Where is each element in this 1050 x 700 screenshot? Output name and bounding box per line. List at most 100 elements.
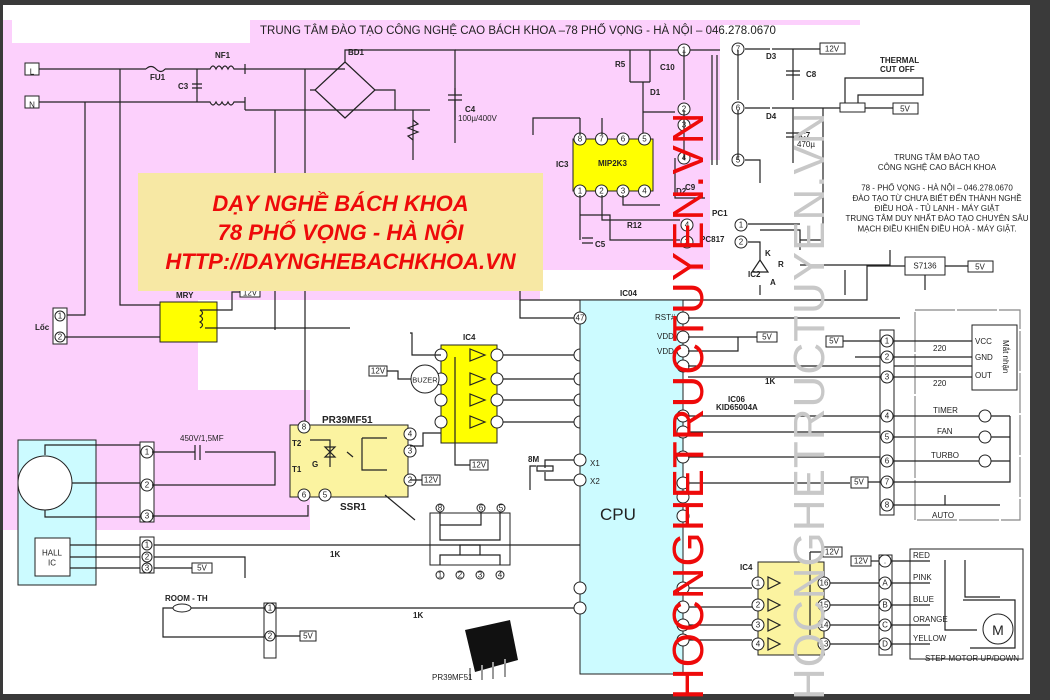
wire [469,372,574,386]
ssr-12v-label: 12V [424,476,439,485]
hall-label-2: IC [48,559,56,568]
display-pin-8-circle [880,498,894,512]
xfmr-pri-pin-2: 2 [682,105,687,114]
ssr-detail-bottom-2: 2 [458,571,463,580]
pc-pin-2: 2 [739,238,744,247]
ssr-detail-top-5-circle [496,503,506,513]
step-in-2-circle [751,598,765,612]
hall-pin-3: 3 [145,564,150,573]
c7-value: 470µ [797,140,815,149]
ic4-top [440,344,498,444]
ir-vcc: VCC [975,337,992,346]
wire-label-orange: ORANGE [913,615,948,624]
room-thermistor: ROOM - TH 1 2 5V 1K [162,594,580,659]
ssr-pin-8-circle [297,420,311,434]
r12-label: R12 [627,221,642,230]
step-out-14: 14 [820,621,829,630]
ic2-k: K [765,249,771,258]
ssr-12v-tag [421,474,441,486]
conn-12v-label: 12V [854,557,869,566]
cpu-r-label: 1K [765,377,775,386]
info-line: TRUNG TÂM ĐÀO TẠO [894,153,980,162]
cpu-right-pin-8-circle [676,490,690,504]
supply-5v-tag [892,102,919,115]
ssr-detail-top-5: 5 [499,504,504,513]
ssr-pin-5: 5 [323,491,328,500]
ssr-detail-top-6: 6 [479,504,484,513]
ir-out: OUT [975,371,992,380]
room-r-label: 1K [413,611,423,620]
c5-label: C5 [595,240,606,249]
r220-2: 220 [933,379,947,388]
supply-12v-label: 12V [825,45,840,54]
supply-12v-tag [819,42,846,55]
relay-12v-label: 12V [243,289,258,298]
ic4a-out-2-circle [490,372,504,386]
cpu-left-lower-3-circle [573,601,587,615]
pc-pin-1: 1 [739,221,744,230]
ic3-pin-6-circle [616,132,630,146]
display-pin-5: 5 [885,433,890,442]
cpu-rst: RST# [655,313,676,322]
supply-5v-label: 5V [900,105,910,114]
ir-receiver-label: Mắt nhận [1001,340,1010,373]
step-out-13: 13 [820,640,829,649]
ic3-pin-6: 6 [621,135,626,144]
ic06-ref: IC06 [728,395,745,404]
ssr-pin-8: 8 [302,423,307,432]
hall-ic [34,537,71,577]
auto-label: AUTO [932,511,954,520]
ic3-pin-7: 7 [599,135,604,144]
nf1-label: NF1 [215,51,231,60]
ic3-pin-1: 1 [578,187,583,196]
ic4-12v-label: 12V [472,461,487,470]
wire-label-pink: PINK [913,573,932,582]
step-in-4: 4 [756,640,761,649]
pc-pin-2-circle [734,235,748,249]
c3-label: C3 [178,82,189,91]
wire [469,393,574,407]
step-in-4-circle [751,637,765,651]
room-5v-tag [299,630,317,642]
ssr-internal-detail [429,512,511,566]
ic4a-out-1-circle [490,348,504,362]
display-pin-3-circle [880,370,894,384]
hall-pin-2: 2 [145,553,150,562]
cpu-right-pin-9-circle [676,509,690,523]
hall-pin-3-circle [141,562,153,574]
ic4a-out-4-circle [490,415,504,429]
info-line: ĐIỀU HOÀ - TỦ LẠNH - MÁY GIẶT [874,203,999,213]
xfmr-sec-pin-6: 6 [736,104,741,113]
bd1-label: BD1 [348,48,365,57]
info-line: MẠCH ĐIỀU KHIỂN ĐIỀU HOÀ - MÁY GIẶT. [858,223,1017,233]
step-conn-pin-1: A [882,579,888,588]
buzzer-label: BUZER [412,376,438,385]
room-5v-label: 5V [303,632,313,641]
ssr-detail-top-8: 8 [438,504,443,513]
hall-r-label: 1K [330,550,340,559]
display-pin-4: 4 [885,412,890,421]
cpu-5v-label: 5V [762,333,772,342]
ic2-label: IC2 [748,270,761,279]
d4-label: D4 [766,112,777,121]
led-timer [978,409,992,423]
motor-label: M [992,622,1004,638]
thermal-cutoff-block [839,102,866,113]
bridge-bd1: BD1 C4 100µ/400V [310,48,720,160]
display-pin-6-circle [880,454,894,468]
ssr-detail-bottom-4: 4 [498,571,503,580]
hall-pin-2-circle [141,551,153,563]
ssr-ref-label: SSR1 [340,502,367,513]
d1-label: D1 [650,88,661,97]
hall-5v-tag [191,562,213,574]
ssr-detail-bottom-1: 1 [438,571,443,580]
step-in-3: 3 [756,621,761,630]
promo-banner: DẠY NGHỀ BÁCH KHOA 78 PHỐ VỌNG - HÀ NỘI … [138,173,543,291]
display-pin-8: 8 [885,501,890,510]
